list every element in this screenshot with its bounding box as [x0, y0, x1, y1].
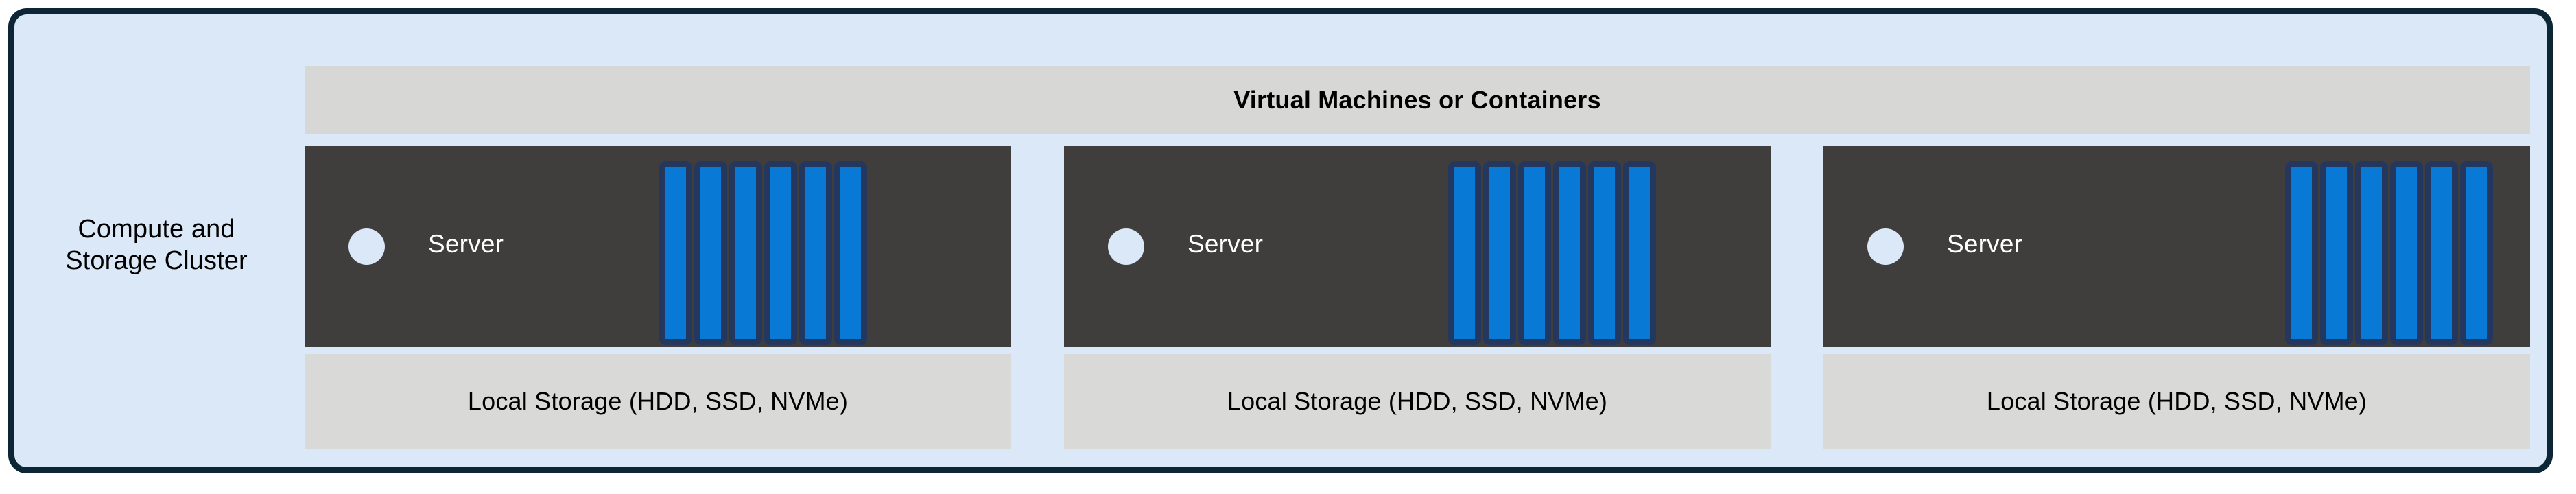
- drive-bay-icon: [2320, 161, 2353, 345]
- local-storage-strip-2: Local Storage (HDD, SSD, NVMe): [1064, 354, 1771, 449]
- status-led-icon-1: [348, 228, 385, 265]
- compute-storage-cluster-frame: Compute and Storage Cluster Virtual Mach…: [8, 8, 2553, 473]
- drive-bay-icon: [659, 161, 692, 345]
- drive-bay-icon: [2285, 161, 2318, 345]
- cluster-label: Compute and Storage Cluster: [65, 215, 248, 276]
- drive-bay-icon: [1448, 161, 1481, 345]
- local-storage-label-3: Local Storage (HDD, SSD, NVMe): [1986, 387, 2367, 415]
- local-storage-label-2: Local Storage (HDD, SSD, NVMe): [1227, 387, 1608, 415]
- drive-bay-icon: [1553, 161, 1586, 345]
- server-label-2: Server: [1187, 230, 1264, 258]
- status-led-icon-3: [1867, 228, 1904, 265]
- server-label-1: Server: [428, 230, 504, 258]
- drive-bay-icon: [834, 161, 867, 345]
- virtual-machines-banner: Virtual Machines or Containers: [305, 66, 2530, 134]
- drive-bay-icon: [729, 161, 762, 345]
- server-chassis-2: Server: [1064, 146, 1771, 347]
- local-storage-strip-1: Local Storage (HDD, SSD, NVMe): [305, 354, 1011, 449]
- drive-bay-icon: [1623, 161, 1656, 345]
- local-storage-strip-3: Local Storage (HDD, SSD, NVMe): [1823, 354, 2530, 449]
- drive-bay-array-3: [2285, 161, 2493, 345]
- drive-bay-icon: [2390, 161, 2423, 345]
- drive-bay-array-1: [659, 161, 867, 345]
- cluster-node-1: Server Local Storage (HDD, SSD, NVMe): [305, 146, 1011, 449]
- drive-bay-icon: [764, 161, 797, 345]
- drive-bay-icon: [2425, 161, 2458, 345]
- server-chassis-3: Server: [1823, 146, 2530, 347]
- drive-bay-icon: [1518, 161, 1551, 345]
- local-storage-label-1: Local Storage (HDD, SSD, NVMe): [467, 387, 849, 415]
- drive-bay-icon: [694, 161, 727, 345]
- server-label-3: Server: [1947, 230, 2023, 258]
- drive-bay-icon: [1483, 161, 1516, 345]
- drive-bay-icon: [2355, 161, 2388, 345]
- drive-bay-icon: [2460, 161, 2493, 345]
- cluster-node-3: Server Local Storage (HDD, SSD, NVMe): [1823, 146, 2530, 449]
- status-led-icon-2: [1108, 228, 1144, 265]
- server-chassis-1: Server: [305, 146, 1011, 347]
- drive-bay-array-2: [1448, 161, 1656, 345]
- virtual-machines-banner-label: Virtual Machines or Containers: [1233, 86, 1601, 114]
- drive-bay-icon: [799, 161, 832, 345]
- drive-bay-icon: [1588, 161, 1621, 345]
- cluster-node-2: Server Local Storage (HDD, SSD, NVMe): [1064, 146, 1771, 449]
